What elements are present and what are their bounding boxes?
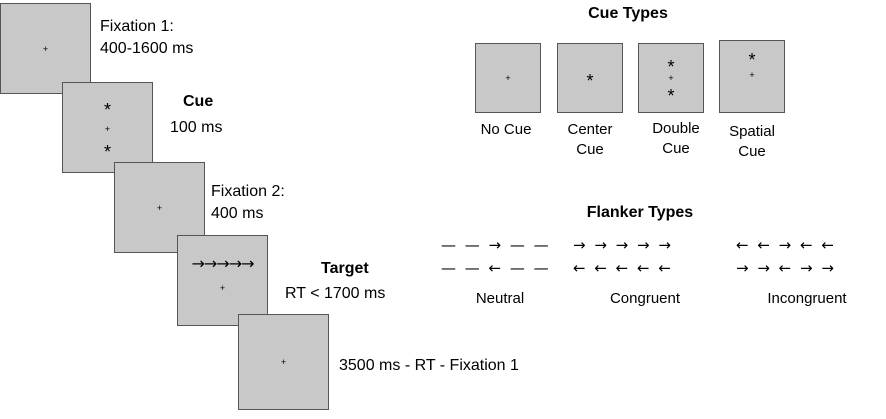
no-cue-label: No Cue [480,121,532,138]
fixation-cross: + [668,73,674,83]
target-time: RT < 1700 ms [285,285,386,302]
fixation1-label: Fixation 1: 400-1600 ms [100,18,194,57]
cue-star-bottom: * [667,86,675,106]
fixation2-label: Fixation 2: 400 ms [211,183,285,222]
spatial-cue-frame: * + [719,40,785,113]
final-label: 3500 ms - RT - Fixation 1 [339,357,519,374]
center-cue-label: Center Cue [567,121,613,159]
no-cue-frame: + [475,43,541,113]
target-label: Target [321,260,369,277]
fixation-cross: + [42,44,49,54]
fixation-cross: + [219,283,226,293]
flanker-types-title: Flanker Types [586,204,694,221]
cue-time: 100 ms [170,119,223,136]
cue-star: * [586,71,594,91]
target-frame: →→→→→ + [177,235,268,326]
spatial-cue-label: Spatial Cue [729,123,775,161]
double-cue-frame: * + * [638,43,704,113]
congruent-row-2: ← ← ← ← ← [573,259,673,277]
neutral-row-1: — — → — — [441,236,551,254]
neutral-label: Neutral [475,290,525,307]
cue-types-title: Cue Types [588,5,668,22]
final-frame: + [238,314,329,410]
congruent-row-1: → → → → → [573,236,673,254]
cue-star-top: * [103,100,111,120]
double-cue-label: Double Cue [652,120,700,158]
fixation-cross: + [749,70,755,80]
fixation1-frame: + [0,3,91,94]
cue-label: Cue [183,93,214,110]
fixation-cross: + [156,203,163,213]
congruent-label: Congruent [609,290,681,307]
cue-star-top: * [667,57,675,77]
neutral-row-2: — — ← — — [441,259,551,277]
cue-star-bottom: * [103,142,111,162]
center-cue-frame: * [557,43,623,113]
cue-star: * [748,50,756,70]
fixation-cross: + [280,357,287,367]
incongruent-label: Incongruent [767,290,847,307]
fixation2-frame: + [114,162,205,253]
target-arrows: →→→→→ [191,254,254,273]
incongruent-row-1: ← ← → ← ← [736,236,836,254]
incongruent-row-2: → → ← → → [736,259,836,277]
fixation-cross: + [104,124,111,134]
fixation-cross: + [505,73,511,83]
cue-frame: * + * [62,82,153,173]
